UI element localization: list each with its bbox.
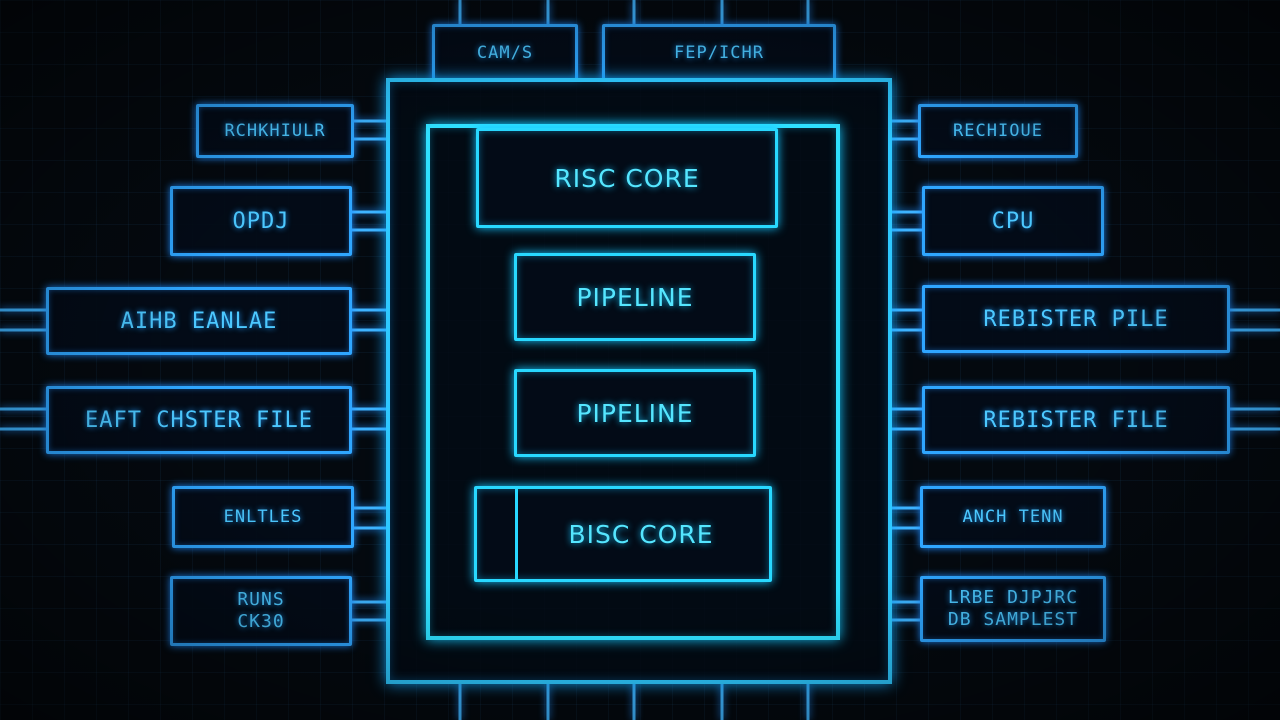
bisc-core-divider	[515, 489, 518, 579]
left-block-6-line1: RUNS	[237, 589, 285, 610]
right-block-5-label: ANCH TENN	[962, 507, 1064, 527]
left-block-6: RUNS CK30	[170, 576, 352, 646]
left-block-1-label: RCHKHIULR	[224, 121, 326, 141]
left-block-3-label: AIHB EANLAE	[120, 308, 278, 334]
right-block-3: REBISTER PILE	[922, 285, 1230, 353]
right-block-6-line2: DB SAMPLEST	[947, 609, 1079, 630]
right-block-3-label: REBISTER PILE	[983, 306, 1169, 332]
left-block-4: EAFT CHSTER FILE	[46, 386, 352, 454]
top-left-block-label: CAM/S	[476, 43, 534, 63]
pipeline-2-label: PIPELINE	[576, 398, 694, 428]
right-block-4-label: REBISTER FILE	[983, 407, 1169, 433]
right-block-4: REBISTER FILE	[922, 386, 1230, 454]
left-block-1: RCHKHIULR	[196, 104, 354, 158]
right-block-2: CPU	[922, 186, 1104, 256]
left-block-6-line2: CK30	[237, 611, 285, 632]
pipeline-block-1: PIPELINE	[514, 253, 756, 341]
right-block-1-label: RECHIOUE	[953, 121, 1043, 141]
top-left-block: CAM/S	[432, 24, 578, 82]
left-block-4-label: EAFT CHSTER FILE	[85, 407, 313, 433]
top-right-block: FEP/ICHR	[602, 24, 836, 82]
left-block-2: OPDJ	[170, 186, 352, 256]
right-block-6-line1: LRBE DJPJRC	[947, 587, 1079, 608]
right-block-2-label: CPU	[991, 208, 1035, 234]
right-block-6: LRBE DJPJRC DB SAMPLEST	[920, 576, 1106, 642]
left-block-2-label: OPDJ	[232, 208, 290, 234]
risc-core-block: RISC CORE	[476, 128, 778, 228]
bisc-core-block: BISC CORE	[474, 486, 772, 582]
pipeline-1-label: PIPELINE	[576, 282, 694, 312]
left-block-5: ENLTLES	[172, 486, 354, 548]
pipeline-block-2: PIPELINE	[514, 369, 756, 457]
top-right-block-label: FEP/ICHR	[674, 43, 764, 63]
right-block-5: ANCH TENN	[920, 486, 1106, 548]
left-block-5-label: ENLTLES	[223, 507, 303, 527]
right-block-1: RECHIOUE	[918, 104, 1078, 158]
bisc-core-label: BISC CORE	[568, 519, 714, 549]
risc-core-label: RISC CORE	[554, 163, 700, 193]
left-block-3: AIHB EANLAE	[46, 287, 352, 355]
